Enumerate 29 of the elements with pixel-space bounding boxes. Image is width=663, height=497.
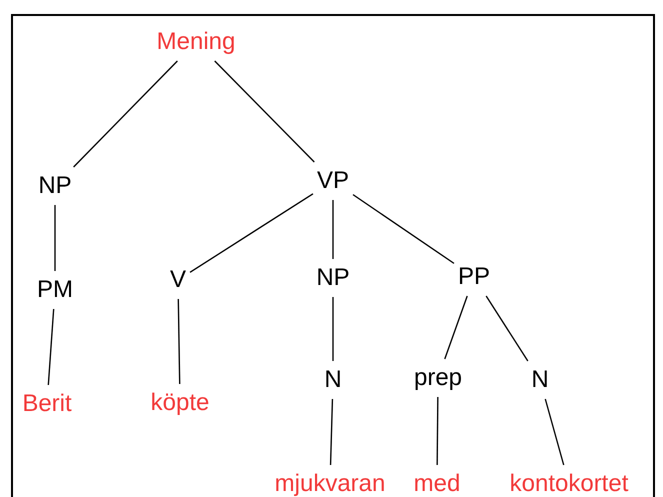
category-label: N xyxy=(322,367,344,393)
tree-branch-line xyxy=(178,298,180,384)
tree-branch-line xyxy=(214,60,315,162)
tree-branch-line xyxy=(544,398,564,466)
word-label: köpte xyxy=(148,390,212,416)
category-label: PP xyxy=(456,264,492,290)
category-label: NP xyxy=(36,173,74,199)
category-label: PM xyxy=(35,277,75,303)
tree-branch-line xyxy=(48,308,54,386)
tree-branch-line xyxy=(332,200,334,259)
word-label: Berit xyxy=(20,391,74,417)
tree-branch-line xyxy=(436,397,438,465)
tree-branch-line xyxy=(444,296,468,360)
tree-branch-line xyxy=(330,398,334,466)
category-label: prep xyxy=(412,365,464,391)
category-label: VP xyxy=(315,168,351,194)
category-label: V xyxy=(168,267,188,293)
tree-branch-line xyxy=(332,297,334,361)
word-label: kontokortet xyxy=(508,471,630,497)
tree-branch-line xyxy=(486,296,528,362)
tree-branch-line xyxy=(190,193,314,273)
word-label: med xyxy=(412,471,462,497)
tree-branch-line xyxy=(54,205,56,271)
tree-branch-line xyxy=(73,60,178,168)
category-label: N xyxy=(529,367,551,393)
root-label: Mening xyxy=(154,29,238,55)
tree-branch-line xyxy=(352,194,454,264)
category-label: NP xyxy=(314,265,352,291)
word-label: mjukvaran xyxy=(272,471,388,497)
